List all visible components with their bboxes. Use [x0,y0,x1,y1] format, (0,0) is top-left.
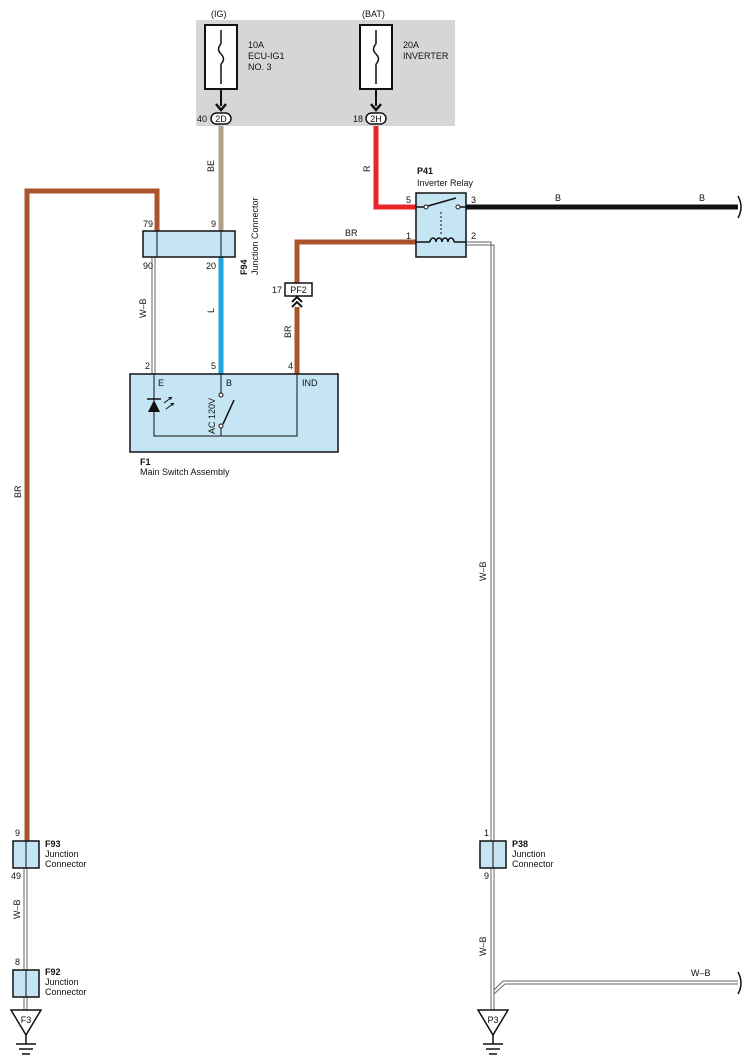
main-switch-name: Main Switch Assembly [140,467,230,477]
wire-br-left [24,188,160,841]
ground-f3-label: F3 [21,1015,32,1025]
wire-br-relay [294,239,416,283]
terminal-ind: IND [302,378,318,388]
f92-ref: F92 [45,967,61,977]
main-switch-pin-2: 2 [145,361,150,371]
pf2-label: PF2 [290,285,307,295]
ig-fuse-name-1: ECU-IG1 [248,51,285,61]
bat-fuse-rating: 20A [403,40,419,50]
wire-wb-p38 [490,868,495,1010]
ig-source-label: (IG) [211,9,227,19]
relay-name: Inverter Relay [417,178,474,188]
wire-wb-f92 [23,997,28,1010]
relay-pin-1: 1 [406,231,411,241]
relay-pin-2: 2 [471,231,476,241]
wire-label-br-left: BR [13,485,23,498]
ig-fuse-rating: 10A [248,40,264,50]
wire-wb-continuation-icon [737,971,742,995]
ground-f3-icon [9,1009,43,1055]
led-icon [147,396,175,412]
pf2-chevron-icon [291,295,303,308]
wire-label-wb-right: W–B [478,561,488,581]
wire-label-b-right: B [699,193,705,203]
main-switch-pin-4: 4 [288,361,293,371]
connector-2h-oval [365,112,387,125]
connector-2h-label: 2H [370,114,382,124]
connector-2d-label: 2D [215,114,227,124]
fuse-box [196,20,455,126]
f93-pin-bottom: 49 [11,871,21,881]
wire-label-r: R [362,165,372,172]
bat-source-label: (BAT) [362,9,385,19]
wire-label-br-pf2: BR [283,325,293,338]
f94-pin-79: 79 [143,219,153,229]
f92-name-1: Junction [45,977,79,987]
bat-fuse-name: INVERTER [403,51,449,61]
wire-label-wb-f93: W–B [12,899,22,919]
relay-contact-icon [416,197,466,210]
wire-r [373,126,416,210]
f93-name-1: Junction [45,849,79,859]
wire-label-wb-f94: W–B [138,298,148,318]
relay-coil-icon [416,212,466,243]
f94-pin-90: 90 [143,261,153,271]
switch-icon [218,374,235,436]
wire-wb-bottom [493,980,738,995]
wire-label-l: L [206,308,216,313]
relay-ref: P41 [417,166,433,176]
fuse-bat-icon [359,24,393,90]
p38-pin-top: 1 [484,828,489,838]
connector-2d-oval [210,112,232,125]
f94-ref: F94 [239,259,249,275]
f94-name: Junction Connector [250,197,260,275]
p38-ref: P38 [512,839,528,849]
p38-pin-bottom: 9 [484,871,489,881]
relay-pin-3: 3 [471,195,476,205]
connector-2d-chevron-icon [215,103,227,112]
terminal-b: B [226,378,232,388]
pf2-pin: 17 [272,285,282,295]
main-switch-ref: F1 [140,457,151,467]
f93-name-2: Connector [45,859,87,869]
wire-wb-f94 [151,257,156,374]
fuse-ig-icon [204,24,238,90]
f94-pin-9: 9 [211,219,216,229]
connector-2h-pin: 18 [353,114,363,124]
f94-connector [142,230,236,258]
wire-label-be: BE [206,160,216,172]
terminal-e: E [158,378,164,388]
pf2-connector [284,282,313,297]
p38-name-2: Connector [512,859,554,869]
connector-2h-chevron-icon [370,103,382,112]
f92-pin-top: 8 [15,957,20,967]
wire-label-wb-bottom: W–B [691,968,711,978]
wire-label-br-relay: BR [345,228,358,238]
ground-p3-label: P3 [487,1015,498,1025]
wire-b-continuation-icon [737,195,742,219]
p38-name-1: Junction [512,849,546,859]
f93-pin-top: 9 [15,828,20,838]
ig-fuse-name-2: NO. 3 [248,62,272,72]
main-switch-body [129,373,339,453]
switch-label: AC 120V [207,398,217,434]
relay-pin-5: 5 [406,195,411,205]
f93-ref: F93 [45,839,61,849]
main-switch-pin-5: 5 [211,361,216,371]
wire-wb-f93 [23,868,28,970]
wire-label-b-mid: B [555,193,561,203]
ground-p3-icon [476,1009,510,1055]
connector-2d-pin: 40 [197,114,207,124]
wire-wb-right [466,241,495,841]
f94-pin-20: 20 [206,261,216,271]
f92-name-2: Connector [45,987,87,997]
wire-label-wb-p38: W–B [478,936,488,956]
